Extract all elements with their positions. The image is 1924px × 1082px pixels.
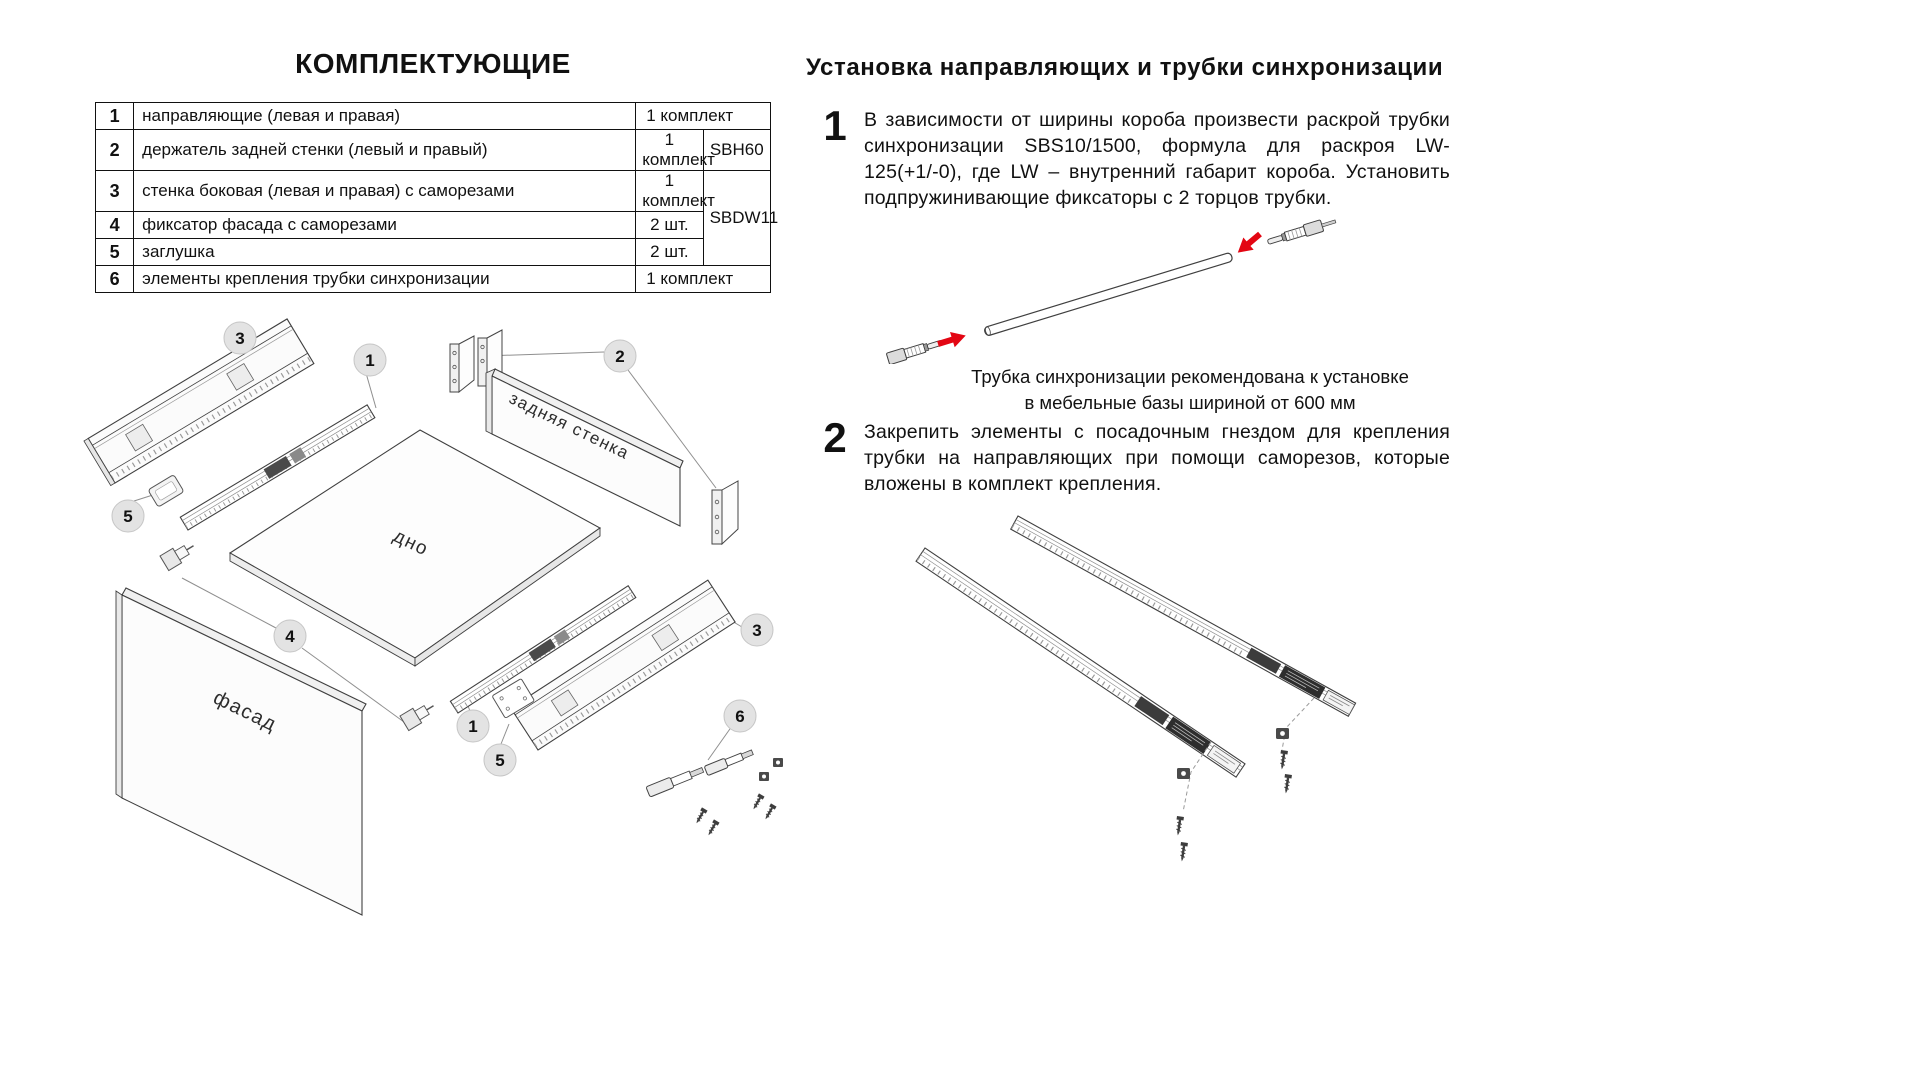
svg-text:3: 3 [752,621,761,640]
part-qty: 2 шт. [635,211,704,239]
sync-tube-fittings [646,749,783,838]
part-code: SBDW11 [702,170,778,266]
table-row: 4 фиксатор фасада с саморезами 2 шт. [94,211,771,239]
svg-text:3: 3 [235,329,244,348]
callout-1-bottom: 1 [456,709,490,743]
side-panel-right [510,579,736,751]
callout-3-top: 3 [223,321,257,355]
part-name: направляющие (левая и правая) [133,102,637,130]
callout-6: 6 [723,699,757,733]
table-row: 3 стенка боковая (левая и правая) с само… [94,170,778,266]
callout-leader-lines [133,351,743,761]
svg-text:2: 2 [615,347,624,366]
table-row: 6 элементы крепления трубки синхронизаци… [94,265,771,293]
svg-text:5: 5 [495,751,504,770]
callout-4: 4 [273,619,307,653]
tube-mount-bracket-front [1276,728,1289,739]
part-name: фиксатор фасада с саморезами [133,211,637,239]
side-panel-left [83,318,315,487]
part-name: элементы крепления трубки синхронизации [133,265,637,293]
step-2-number: 2 [823,414,847,461]
part-number: 4 [94,211,135,239]
insertion-arrow-left [937,331,966,348]
part-number: 5 [94,238,135,266]
sync-tube-diagram [886,219,1337,364]
step-2-text: Закрепить элементы с посадочным гнездом … [864,421,1450,495]
callout-5-left: 5 [111,499,145,533]
tube-end-fixator-left [886,340,943,364]
svg-text:5: 5 [123,507,132,526]
bottom-panel: дно [228,429,602,667]
step-1-text: В зависимости от ширины короба произвест… [864,109,1450,209]
table-row: 5 заглушка 2 шт. [94,238,771,266]
installation-title: Установка направляющих и трубки синхрони… [806,54,1444,81]
components-table: 1 направляющие (левая и правая) 1 компле… [94,102,778,293]
slide-rail-left [179,404,376,531]
tube-note-line1: Трубка синхронизации рекомендована к уст… [971,366,1409,387]
slide-rail-rear [915,547,1246,778]
part-name: стенка боковая (левая и правая) с саморе… [133,170,637,212]
tube-note: Трубка синхронизации рекомендована к уст… [890,364,1490,417]
part-qty: 2 шт. [635,238,704,266]
sync-tube [984,252,1233,336]
svg-text:1: 1 [365,351,374,370]
callout-3-right: 3 [740,613,774,647]
part-number: 1 [94,102,135,130]
step-1: 1 В зависимости от ширины короба произве… [818,102,1450,212]
part-qty: 1 комплект [635,102,771,130]
svg-text:4: 4 [285,627,295,646]
slide-rail-front [1009,515,1357,718]
callout-2: 2 [603,339,637,373]
tube-end-fixator-right [1267,219,1337,245]
mounting-leader-lines [1182,697,1315,813]
step-1-number: 1 [823,102,847,149]
callout-1-top: 1 [353,343,387,377]
step-2: 2 Закрепить элементы с посадочным гнездо… [818,414,1450,498]
plug-cap-left [148,475,184,507]
tube-note-line2: в мебельные базы шириной от 600 мм [1024,392,1356,414]
insertion-arrow-right [1237,231,1262,253]
part-number: 3 [94,170,135,212]
callout-5-bottom: 5 [483,743,517,777]
components-title: КОМПЛЕКТУЮЩИЕ [295,48,571,79]
part-qty: 1 комплект [635,170,715,212]
slides-mounting-diagram [915,515,1357,863]
part-number: 6 [94,265,135,293]
part-qty: 1 комплект [635,129,715,171]
tube-mount-bracket-rear [1177,768,1190,779]
svg-text:6: 6 [735,707,744,726]
exploded-view-diagram: задняя стенка дно фасад [83,318,783,916]
part-code: SBH60 [702,129,772,171]
part-name: заглушка [133,238,637,266]
slide-rail-right [449,585,637,714]
facade-fixator-right [399,704,434,732]
plug-cap-right [492,678,535,719]
facade-panel: фасад [115,587,367,916]
table-row: 2 держатель задней стенки (левый и правы… [94,129,772,171]
part-name: держатель задней стенки (левый и правый) [133,129,637,171]
part-qty: 1 комплект [635,265,771,293]
table-row: 1 направляющие (левая и правая) 1 компле… [94,102,771,130]
facade-fixator-left [159,544,194,572]
svg-text:1: 1 [468,717,477,736]
back-wall-holder-right [711,480,739,546]
part-number: 2 [94,129,135,171]
